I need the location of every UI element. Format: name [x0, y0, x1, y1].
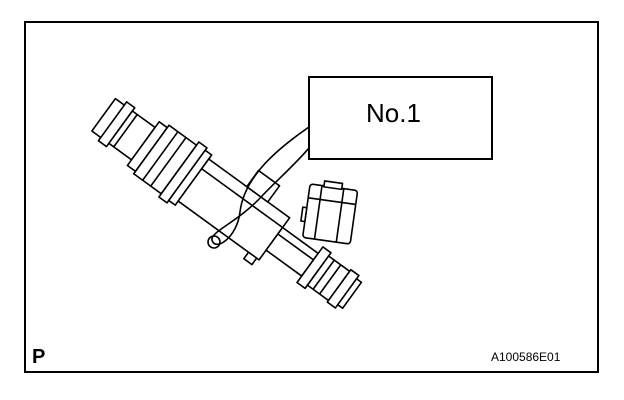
electrical-connector — [300, 180, 359, 245]
corner-mark: P — [32, 346, 46, 368]
callout-label-box: No.1 — [308, 76, 493, 160]
diagram-frame — [24, 21, 599, 373]
callout-end-circle — [207, 235, 221, 249]
figure-code: A100586E01 — [491, 350, 561, 364]
callout-label: No.1 — [366, 98, 421, 128]
